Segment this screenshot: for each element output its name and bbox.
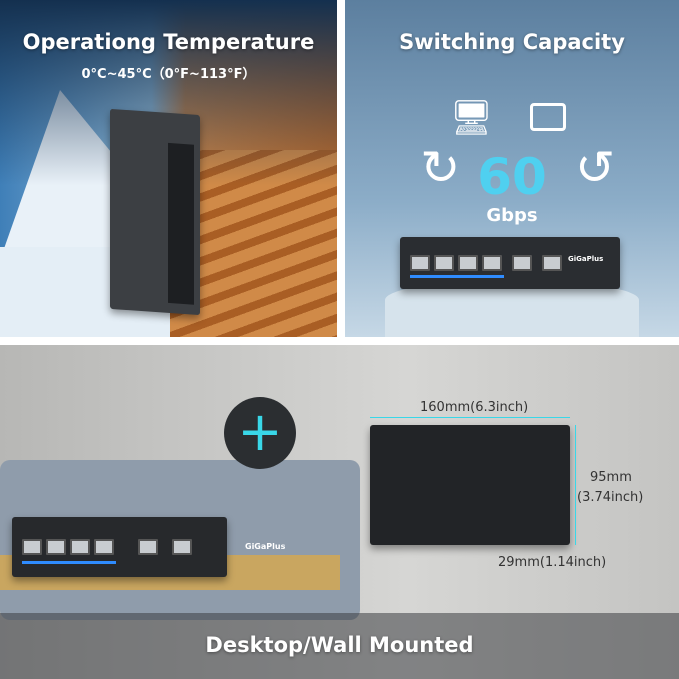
capacity-value: 60 xyxy=(477,148,547,206)
computer-icon: 🖥 xyxy=(450,98,494,138)
capacity-title: Switching Capacity xyxy=(399,30,625,54)
depth-label: 29mm(1.14inch) xyxy=(498,555,607,570)
height-label-in: (3.74inch) xyxy=(577,490,644,505)
switch-front: GiGaPlus xyxy=(400,237,620,289)
brand-logo: GiGaPlus xyxy=(568,255,604,263)
switch-wall xyxy=(370,425,570,545)
switch-desktop xyxy=(12,517,227,577)
plus-icon: + xyxy=(224,397,296,469)
pedestal xyxy=(385,280,639,337)
cycle-arrow-left-icon: ↻ xyxy=(420,140,461,196)
capacity-unit: Gbps xyxy=(486,205,538,226)
temperature-title: Operationg Temperature xyxy=(22,30,315,54)
desktop-brand-logo: GiGaPlus xyxy=(245,542,286,551)
capacity-panel: Switching Capacity 🖥 ↻ ↺ 60 Gbps GiGaPlu… xyxy=(345,0,679,337)
cycle-arrow-right-icon: ↺ xyxy=(575,140,616,196)
switch-upright xyxy=(110,108,200,316)
title-bar xyxy=(0,613,679,679)
mounting-panel: + GiGaPlus 160mm(6.3inch) 95mm (3.74inch… xyxy=(0,345,679,679)
mounting-title: Desktop/Wall Mounted xyxy=(205,633,474,657)
router-icon xyxy=(530,103,566,131)
temperature-panel: Operationg Temperature 0°C~45°C（0°F~113°… xyxy=(0,0,337,337)
width-label: 160mm(6.3inch) xyxy=(420,400,529,415)
height-label-mm: 95mm xyxy=(590,470,632,485)
temperature-range: 0°C~45°C（0°F~113°F） xyxy=(81,67,256,82)
